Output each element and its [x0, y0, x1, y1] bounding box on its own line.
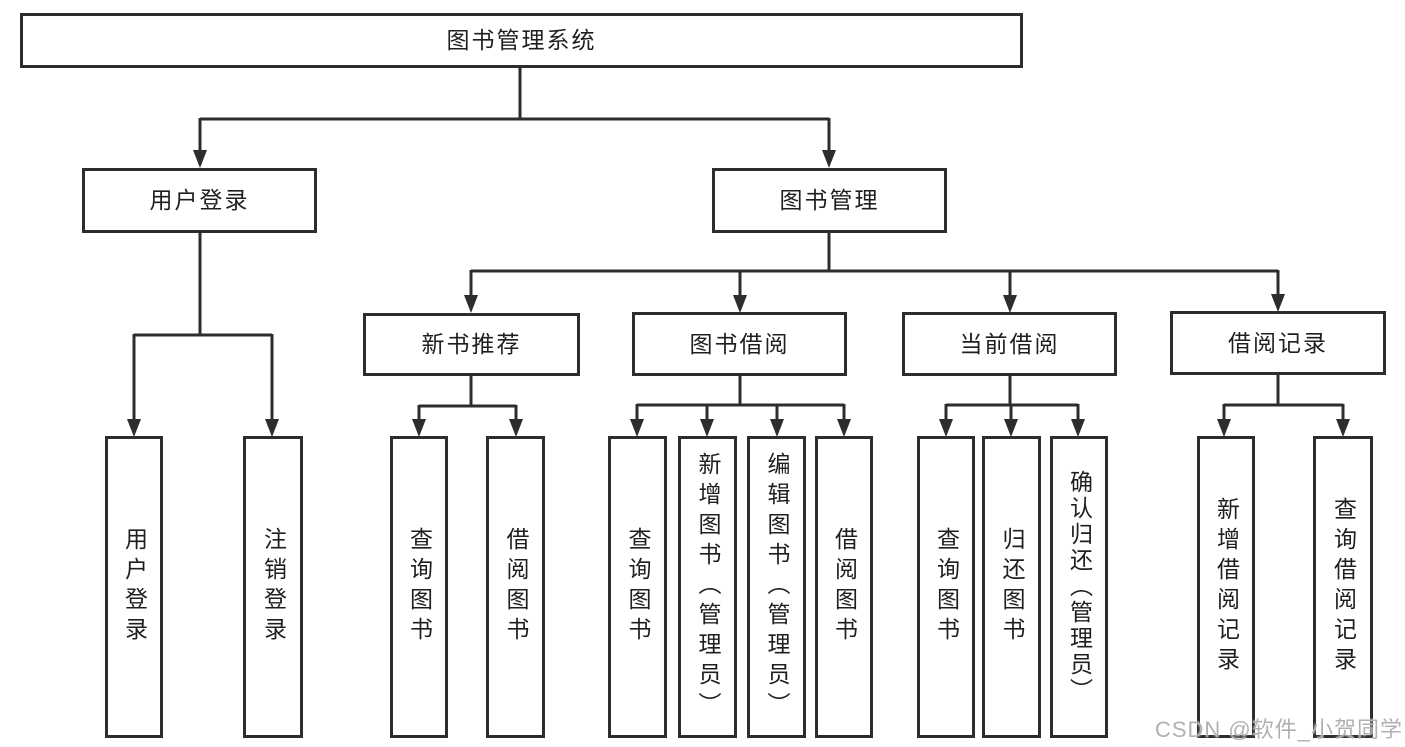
leaf-borrow-books-2: 借阅图书: [815, 436, 873, 738]
leaf-borrow-books-1: 借阅图书: [486, 436, 545, 738]
leaf-edit-books-admin: 编辑图书（管理员）: [747, 436, 806, 738]
node-book-borrow: 图书借阅: [632, 312, 847, 376]
leaf-return-books: 归还图书: [982, 436, 1041, 738]
leaf-edit-books-admin-label: 编辑图书（管理员）: [764, 452, 790, 722]
leaf-logout: 注销登录: [243, 436, 303, 738]
leaf-add-borrow-record: 新增借阅记录: [1197, 436, 1255, 738]
leaf-query-books-3-label: 查询图书: [933, 527, 960, 647]
leaf-logout-label: 注销登录: [260, 527, 287, 647]
csdn-watermark: CSDN @软件_小贺同学: [1154, 717, 1403, 742]
leaf-query-books-2: 查询图书: [608, 436, 667, 738]
node-current-borrow: 当前借阅: [902, 312, 1117, 376]
leaf-user-login: 用户登录: [105, 436, 163, 738]
leaf-borrow-books-1-label: 借阅图书: [503, 527, 529, 647]
node-library-management-system: 图书管理系统: [20, 13, 1023, 68]
node-new-book-recommend: 新书推荐: [363, 313, 580, 376]
leaf-confirm-return-admin-label: 确认归还（管理员）: [1066, 470, 1093, 704]
leaf-add-borrow-record-label: 新增借阅记录: [1213, 497, 1240, 677]
leaf-query-books-2-label: 查询图书: [625, 527, 651, 647]
leaf-add-books-admin-label: 新增图书（管理员）: [695, 452, 721, 722]
node-book-management: 图书管理: [712, 168, 947, 233]
node-user-login: 用户登录: [82, 168, 317, 233]
leaf-query-borrow-record: 查询借阅记录: [1313, 436, 1373, 738]
leaf-query-borrow-record-label: 查询借阅记录: [1330, 497, 1357, 677]
leaf-query-books-3: 查询图书: [917, 436, 975, 738]
leaf-add-books-admin: 新增图书（管理员）: [678, 436, 737, 738]
leaf-query-books-1: 查询图书: [390, 436, 448, 738]
leaf-return-books-label: 归还图书: [999, 527, 1025, 647]
leaf-confirm-return-admin: 确认归还（管理员）: [1050, 436, 1108, 738]
leaf-user-login-label: 用户登录: [121, 527, 148, 647]
node-borrow-records: 借阅记录: [1170, 311, 1386, 375]
leaf-borrow-books-2-label: 借阅图书: [831, 527, 858, 647]
leaf-query-books-1-label: 查询图书: [406, 527, 433, 647]
